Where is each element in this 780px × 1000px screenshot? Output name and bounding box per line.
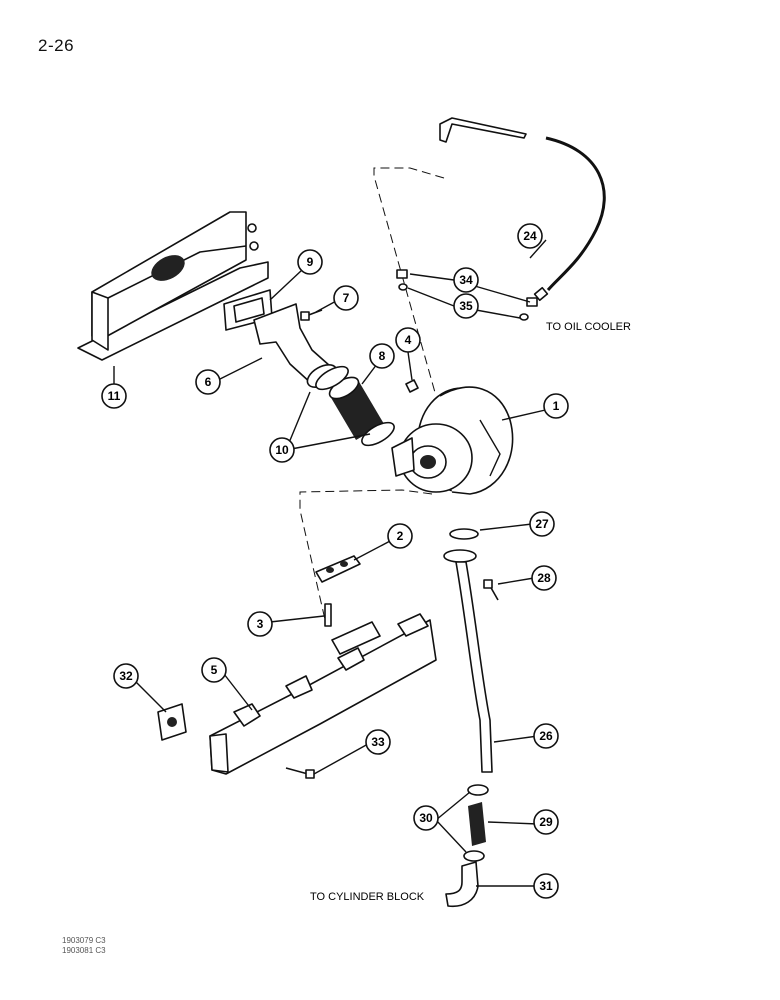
svg-text:32: 32 (119, 669, 133, 683)
callout-32: 32 (113, 663, 139, 689)
callout-3: 3 (247, 611, 273, 637)
svg-text:11: 11 (108, 389, 121, 403)
stud-3 (324, 603, 332, 627)
o-ring-35a (398, 283, 408, 291)
callout-8: 8 (369, 343, 395, 369)
turbocharger (391, 386, 514, 495)
svg-text:35: 35 (459, 299, 473, 313)
callout-27: 27 (529, 511, 555, 537)
svg-text:28: 28 (537, 571, 551, 585)
note-oil-cooler: TO OIL COOLER (546, 321, 631, 333)
hose-29 (468, 802, 486, 846)
nut-4 (405, 379, 419, 393)
callout-2: 2 (387, 523, 413, 549)
clamp-10a (315, 365, 349, 391)
callout-10: 10 (269, 437, 295, 463)
oil-supply-line (439, 117, 606, 302)
svg-text:29: 29 (539, 815, 553, 829)
svg-text:2: 2 (397, 529, 404, 543)
svg-text:3: 3 (257, 617, 264, 631)
fitting-34a (396, 269, 408, 279)
svg-text:26: 26 (539, 729, 553, 743)
callout-33: 33 (365, 729, 391, 755)
callout-31: 31 (533, 873, 559, 899)
svg-text:6: 6 (205, 375, 212, 389)
callout-28: 28 (531, 565, 557, 591)
callout-29: 29 (533, 809, 559, 835)
svg-text:4: 4 (405, 333, 412, 347)
drain-tube-26 (443, 549, 493, 773)
gasket-32 (157, 703, 187, 741)
guide-lines (299, 167, 445, 625)
clamp-10b (361, 421, 395, 447)
exhaust-manifold (209, 613, 437, 775)
o-ring-35b (519, 313, 529, 321)
svg-text:31: 31 (539, 879, 553, 893)
page-number: 2-26 (38, 36, 75, 55)
note-cylinder-block: TO CYLINDER BLOCK (310, 891, 425, 903)
callout-9: 9 (297, 249, 323, 275)
elbow-tube-31 (445, 861, 479, 908)
callout-30: 30 (413, 805, 439, 831)
svg-text:10: 10 (275, 443, 289, 457)
svg-text:24: 24 (523, 229, 537, 243)
svg-text:30: 30 (419, 811, 433, 825)
gasket-2 (315, 555, 361, 583)
reference-code: 1903079 C3 (62, 936, 106, 945)
callout-24: 24 (517, 223, 543, 249)
callout-1: 1 (543, 393, 569, 419)
callout-26: 26 (533, 723, 559, 749)
callout-11: 11 (101, 383, 127, 409)
callout-7: 7 (333, 285, 359, 311)
svg-text:34: 34 (459, 273, 473, 287)
clamp-30a (467, 784, 489, 796)
svg-text:7: 7 (343, 291, 350, 305)
bolt-28 (483, 579, 499, 601)
callout-4: 4 (395, 327, 421, 353)
callout-6: 6 (195, 369, 221, 395)
svg-text:33: 33 (371, 735, 385, 749)
bolt-33 (285, 767, 315, 779)
clamp-30b (463, 850, 485, 862)
callout-5: 5 (201, 657, 227, 683)
svg-text:1: 1 (553, 399, 560, 413)
intake-housing (77, 211, 269, 361)
callout-35: 35 (453, 293, 479, 319)
callout-34: 34 (453, 267, 479, 293)
gasket-27 (449, 528, 479, 540)
reference-code: 1903081 C3 (62, 946, 106, 955)
svg-text:8: 8 (379, 349, 386, 363)
fitting-34b (526, 297, 538, 307)
svg-text:27: 27 (535, 517, 549, 531)
svg-text:9: 9 (307, 255, 314, 269)
svg-text:5: 5 (211, 663, 218, 677)
bolt-7 (300, 309, 323, 321)
